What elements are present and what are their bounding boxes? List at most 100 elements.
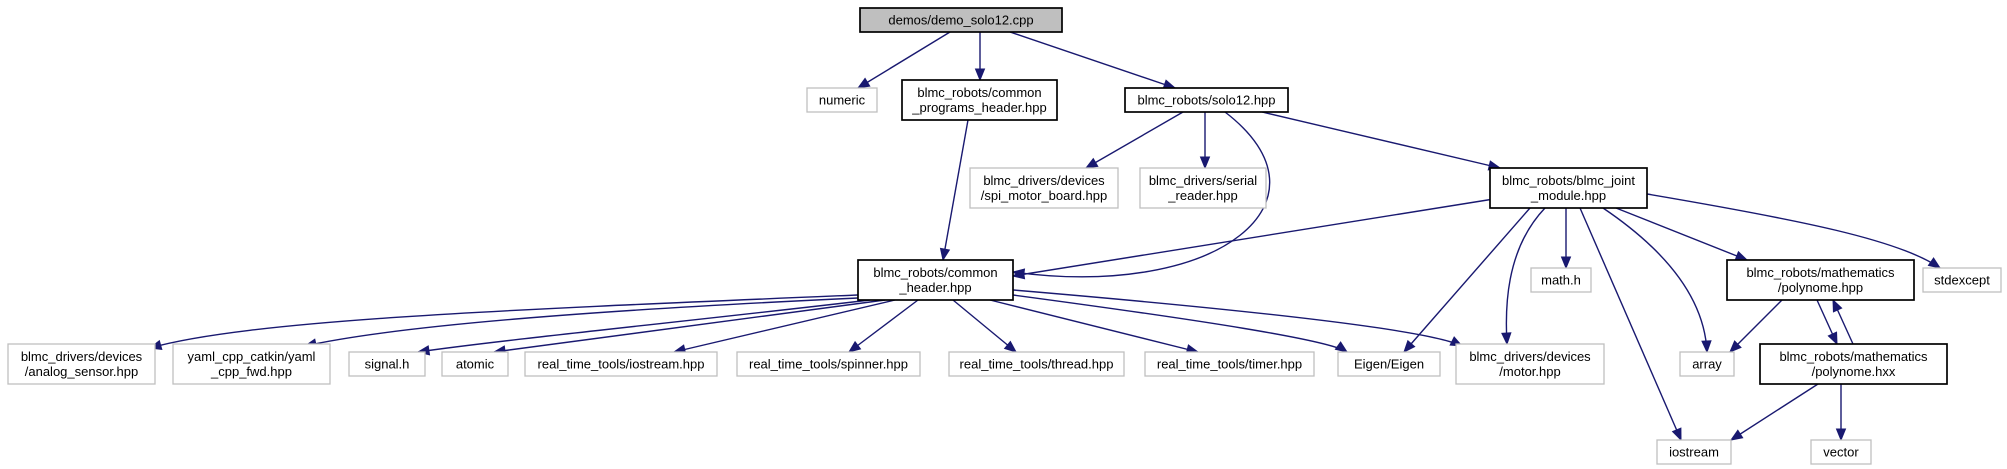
edge-common_header-to-motor [1012, 289, 1464, 347]
arrowhead-icon [1729, 429, 1744, 441]
edge-line [1729, 299, 1783, 353]
node-label: _programs_header.hpp [911, 100, 1046, 115]
node-polynome-hxx[interactable]: blmc_robots/mathematics/polynome.hxx [1759, 343, 1948, 385]
node-label: blmc_robots/blmc_joint [1502, 173, 1635, 188]
arrowhead-icon [974, 68, 986, 82]
node-box [1489, 167, 1648, 209]
edge-blmc_joint-to-math_h [1560, 208, 1572, 270]
node-serial-reader: blmc_drivers/serial_reader.hpp [1139, 167, 1267, 209]
edge-line [1646, 193, 1941, 269]
node-common-header[interactable]: blmc_robots/common_header.hpp [857, 259, 1014, 301]
node-box [1679, 351, 1735, 377]
edge-line [149, 294, 859, 349]
edge-line [848, 299, 919, 353]
node-box [948, 351, 1125, 377]
edge-polynome_hxx-to-iostream [1729, 383, 1819, 441]
edge-blmc_joint-to-motor [1501, 207, 1546, 346]
node-box [969, 167, 1119, 209]
node-label: /spi_motor_board.hpp [981, 188, 1107, 203]
node-label: real_time_tools/spinner.hpp [749, 357, 908, 372]
edge-line [1012, 294, 1348, 353]
node-math-h: math.h [1530, 267, 1592, 293]
arrowhead-icon [1734, 250, 1749, 261]
node-label: signal.h [365, 357, 410, 372]
node-box [1726, 259, 1915, 301]
node-label: Eigen/Eigen [1354, 357, 1424, 372]
node-eigen: Eigen/Eigen [1337, 351, 1441, 377]
edge-line [1730, 383, 1819, 441]
node-atomic: atomic [441, 351, 509, 377]
edge-blmc_joint-to-stdexcept [1646, 193, 1942, 269]
node-signal-h: signal.h [348, 351, 426, 377]
node-label: vector [1823, 445, 1859, 460]
node-yaml-cpp: yaml_cpp_catkin/yaml_cpp_fwd.hpp [172, 343, 331, 385]
arrowhead-icon [1927, 257, 1942, 269]
edge-root-to-numeric [856, 31, 951, 89]
edge-line [1261, 111, 1501, 169]
arrowhead-icon [1199, 156, 1211, 170]
node-label: real_time_tools/timer.hpp [1157, 357, 1302, 372]
edge-line [952, 299, 1017, 353]
edge-polynome_hpp-to-array [1729, 299, 1783, 353]
node-box [1530, 267, 1592, 293]
node-box [7, 343, 156, 385]
node-rt-spinner: real_time_tools/spinner.hpp [736, 351, 921, 377]
node-label: /polynome.hxx [1812, 364, 1896, 379]
node-label: _reader.hpp [1167, 188, 1237, 203]
node-label: blmc_drivers/serial [1149, 173, 1257, 188]
arrowhead-icon [1832, 298, 1843, 313]
arrowhead-icon [1729, 340, 1742, 353]
arrowhead-icon [1501, 332, 1512, 346]
node-box [806, 87, 878, 113]
node-array: array [1679, 351, 1735, 377]
arrowhead-icon [939, 247, 951, 262]
node-common-programs[interactable]: blmc_robots/common_programs_header.hpp [901, 79, 1058, 121]
edge-line [417, 299, 871, 353]
node-box [1139, 167, 1267, 209]
node-label: stdexcept [1934, 273, 1990, 288]
node-label: /polynome.hpp [1778, 280, 1863, 295]
node-box [1144, 351, 1315, 377]
arrowhead-icon [1084, 157, 1099, 169]
edge-line [673, 299, 896, 353]
node-solo12[interactable]: blmc_robots/solo12.hpp [1124, 87, 1289, 113]
node-box [172, 343, 331, 385]
node-label: blmc_robots/common [873, 265, 997, 280]
node-rt-timer: real_time_tools/timer.hpp [1144, 351, 1315, 377]
arrowhead-icon [1827, 331, 1838, 346]
node-label: yaml_cpp_catkin/yaml [188, 349, 316, 364]
node-box [1759, 343, 1948, 385]
edge-line [1012, 289, 1463, 347]
node-label: blmc_drivers/devices [1469, 349, 1591, 364]
node-blmc-joint[interactable]: blmc_robots/blmc_joint_module.hpp [1489, 167, 1648, 209]
node-label: demos/demo_solo12.cpp [888, 13, 1033, 28]
node-label: blmc_robots/solo12.hpp [1137, 93, 1275, 108]
node-label: blmc_robots/mathematics [1746, 265, 1895, 280]
node-root[interactable]: demos/demo_solo12.cpp [859, 7, 1063, 33]
edge-line [493, 299, 886, 353]
node-box [901, 79, 1058, 121]
node-box [857, 259, 1014, 301]
node-polynome-hpp[interactable]: blmc_robots/mathematics/polynome.hpp [1726, 259, 1915, 301]
node-box [736, 351, 921, 377]
edge-line [1615, 207, 1748, 261]
node-iostream: iostream [1656, 439, 1732, 465]
arrowhead-icon [1560, 256, 1572, 270]
edge-line [1012, 197, 1501, 277]
node-label: blmc_robots/common [917, 85, 1041, 100]
arrowhead-icon [1011, 269, 1026, 280]
edge-line [1009, 31, 1176, 89]
node-label: real_time_tools/thread.hpp [960, 357, 1114, 372]
edge-blmc_joint-to-polynome_hpp [1615, 207, 1749, 261]
arrowhead-icon [1334, 341, 1349, 353]
edge-line [857, 31, 951, 89]
edge-line [1403, 207, 1531, 353]
edge-polynome_hxx-to-polynome_hpp [1832, 298, 1854, 345]
arrowhead-icon [1003, 340, 1018, 353]
node-label: numeric [819, 93, 866, 108]
node-box [1656, 439, 1732, 465]
edge-root-to-common_programs [974, 32, 986, 82]
node-motor: blmc_drivers/devices/motor.hpp [1455, 343, 1605, 385]
arrowhead-icon [847, 340, 862, 353]
